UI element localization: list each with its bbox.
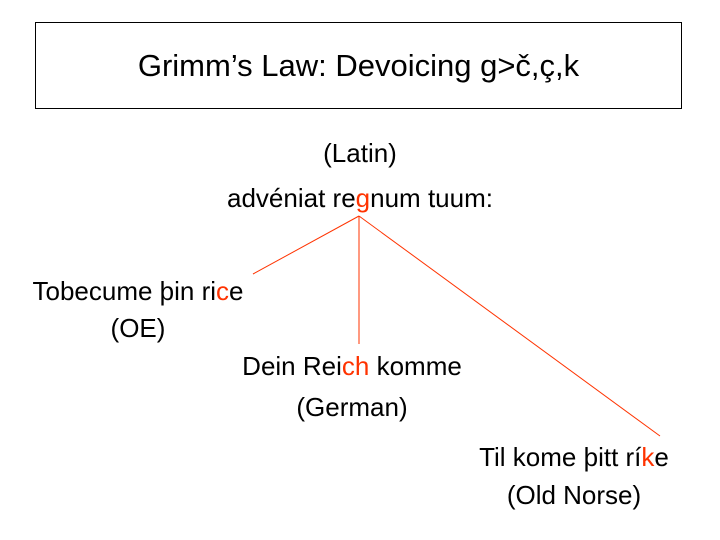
branch-old-english-post: e [229, 276, 244, 306]
branch-german-post: komme [369, 351, 462, 381]
branch-old-norse-text: Til kome þitt ríke [444, 440, 704, 474]
branch-old-english-text: Tobecume þin rice [0, 274, 276, 308]
title-box: Grimm’s Law: Devoicing g>č,ç,k [35, 22, 682, 109]
source-language: (Latin) [323, 138, 397, 168]
branch-german-text: Dein Reich komme [202, 349, 502, 383]
source-phrase-post: num tuum: [370, 183, 493, 213]
branch-old-english-highlight: c [216, 276, 230, 306]
branch-german-highlight: ch [341, 351, 370, 381]
branch-old-norse-pre: Til kome þitt rí [479, 442, 642, 472]
slide-title: Grimm’s Law: Devoicing g>č,ç,k [137, 47, 580, 83]
source-phrase-highlight: g [355, 183, 371, 213]
branch-german-language: (German) [296, 392, 408, 422]
connector-to-old-norse [358, 215, 661, 437]
branch-old-norse-highlight: k [641, 442, 655, 472]
branch-old-norse-post: e [654, 442, 669, 472]
branch-old-norse-language: (Old Norse) [506, 480, 642, 510]
connector-to-old-english [252, 215, 360, 275]
source-phrase-pre: advéniat re [227, 183, 356, 213]
branch-german-pre: Dein Rei [242, 351, 342, 381]
branch-old-english-pre: Tobecume þin ri [32, 276, 217, 306]
branch-old-english-language: (OE) [110, 313, 166, 343]
source-phrase: advéniat regnum tuum: [160, 181, 560, 215]
